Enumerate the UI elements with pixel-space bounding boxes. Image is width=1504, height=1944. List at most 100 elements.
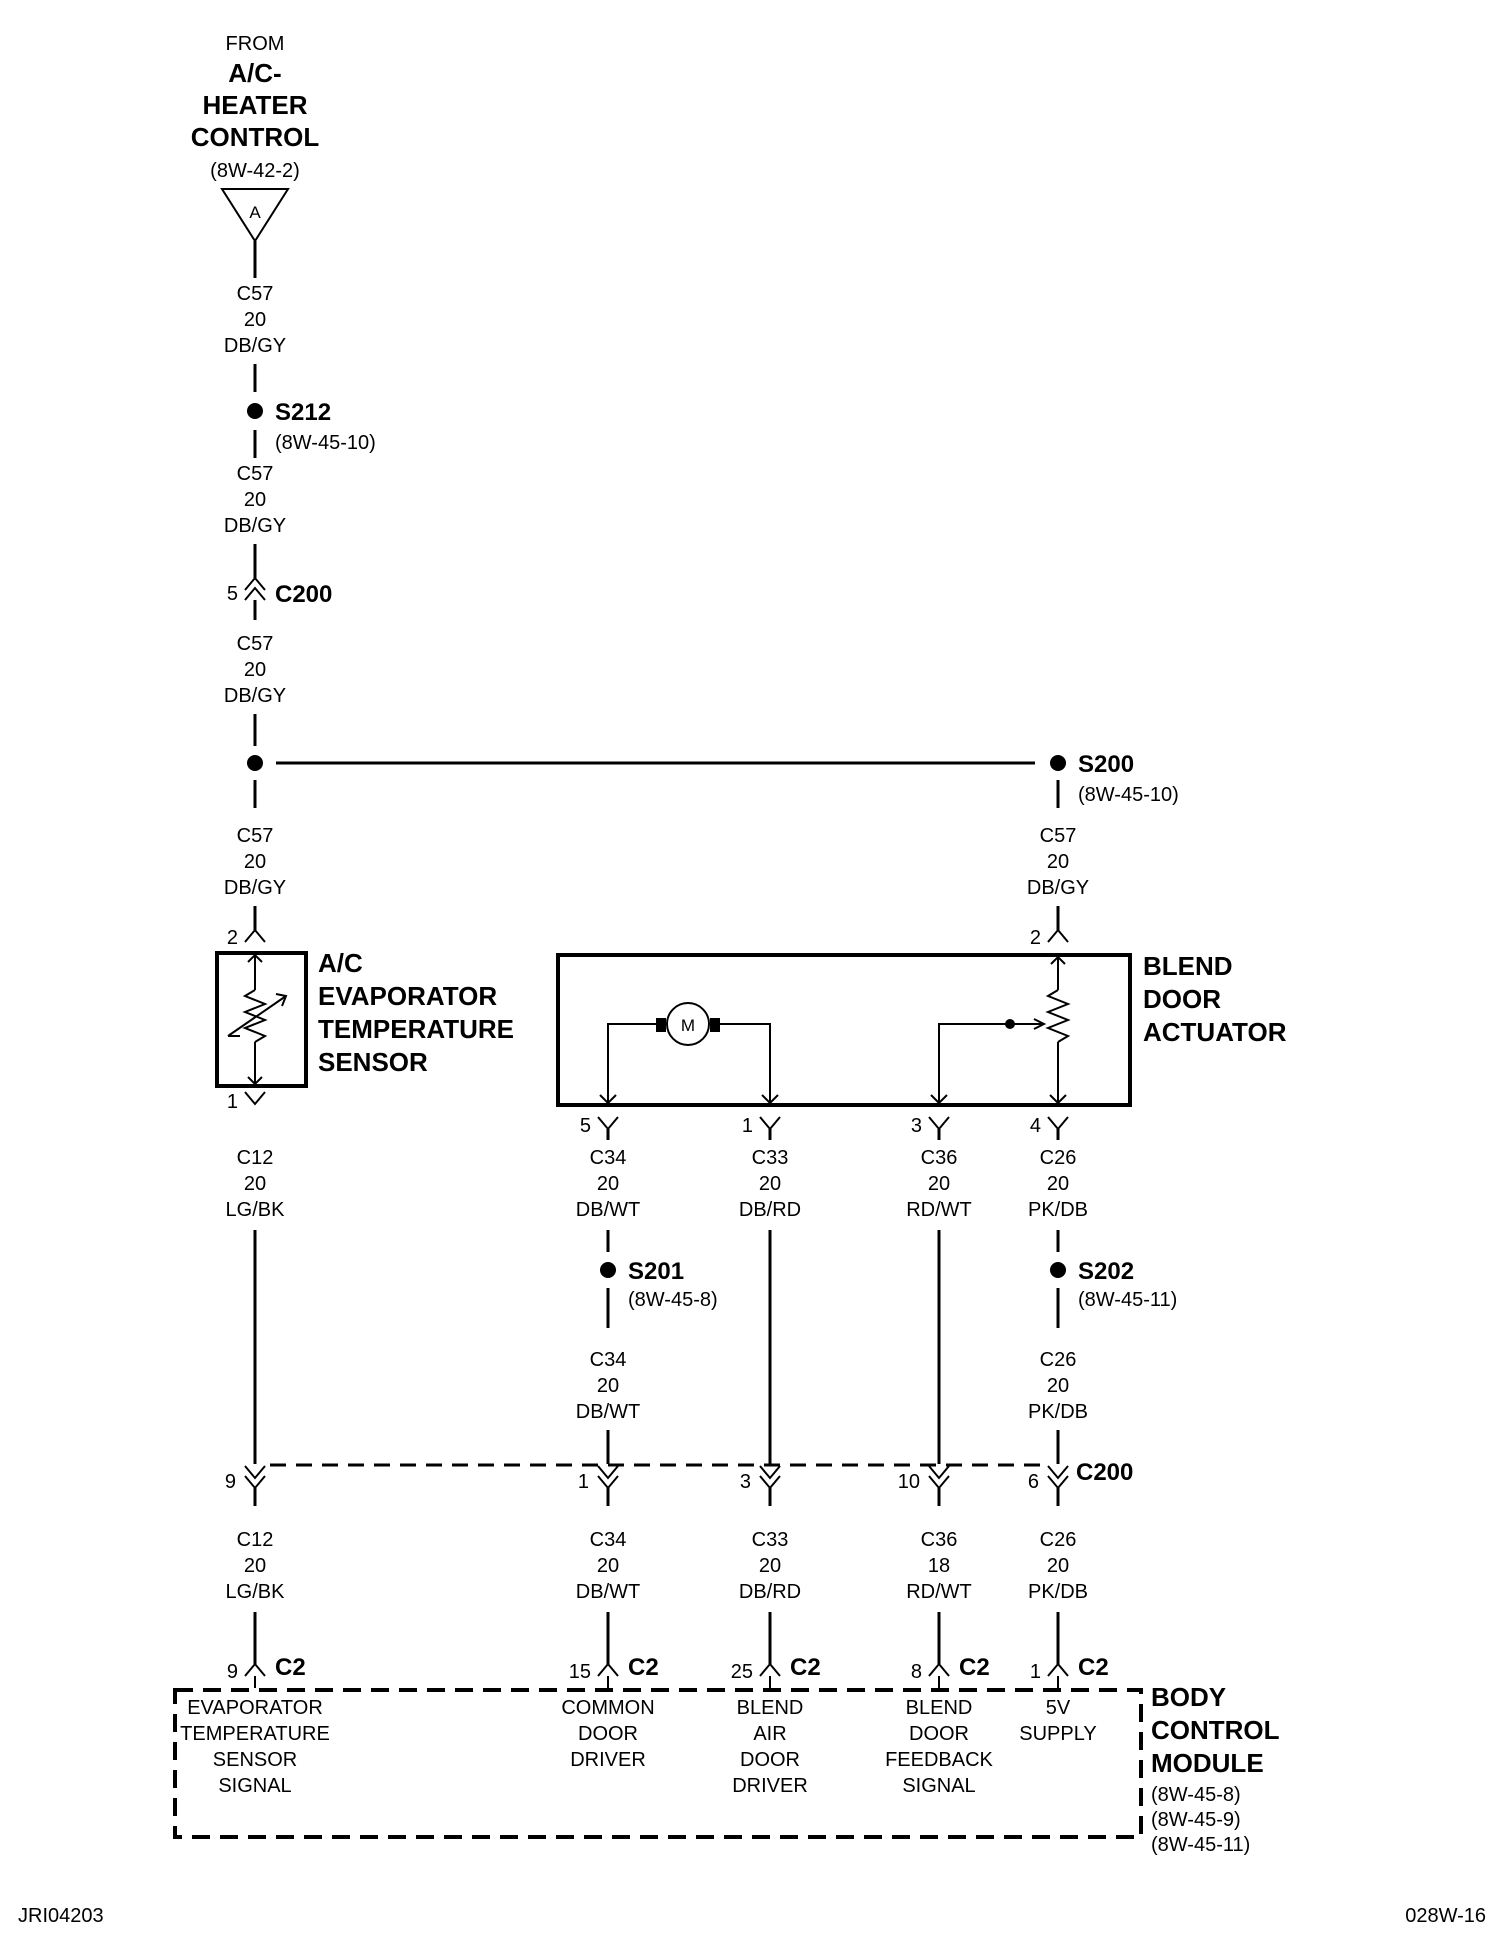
svg-text:C26: C26: [1040, 1349, 1077, 1371]
svg-text:CONTROL: CONTROL: [1151, 1715, 1280, 1745]
source-name-line: HEATER: [203, 90, 308, 120]
svg-text:C2: C2: [1078, 1654, 1109, 1681]
svg-text:BLEND: BLEND: [1143, 951, 1233, 981]
wire-label-c57: C57 20 DB/GY: [1027, 825, 1089, 899]
evap-sensor-box: [215, 951, 308, 1088]
bcm-circuit-common-door-driver: COMMON DOOR DRIVER: [561, 1697, 654, 1771]
svg-text:C57: C57: [237, 283, 274, 305]
svg-text:20: 20: [928, 1173, 950, 1195]
evap-pin-1-connector: [244, 1091, 266, 1106]
wire-label-c33: C33 20 DB/RD: [739, 1529, 801, 1603]
c200-row-label: C200: [1076, 1459, 1133, 1486]
svg-text:5V: 5V: [1046, 1697, 1071, 1719]
svg-text:PK/DB: PK/DB: [1028, 1199, 1088, 1221]
splice-s202-label: S202: [1078, 1258, 1134, 1285]
svg-text:DB/WT: DB/WT: [576, 1581, 640, 1603]
svg-text:(8W-45-9): (8W-45-9): [1151, 1809, 1241, 1831]
blend-pin-2-connector: [1047, 928, 1069, 943]
svg-text:20: 20: [244, 1173, 266, 1195]
svg-text:20: 20: [1047, 1375, 1069, 1397]
svg-text:9: 9: [225, 1471, 236, 1493]
svg-text:15: 15: [569, 1661, 591, 1683]
svg-text:A/C: A/C: [318, 948, 363, 978]
splice-s212-label: S212: [275, 399, 331, 426]
svg-text:RD/WT: RD/WT: [906, 1581, 972, 1603]
svg-text:C36: C36: [921, 1147, 958, 1169]
svg-text:C36: C36: [921, 1529, 958, 1551]
svg-text:C33: C33: [752, 1529, 789, 1551]
svg-text:DB/GY: DB/GY: [1027, 877, 1089, 899]
source-name-line: A/C-: [228, 58, 281, 88]
svg-text:20: 20: [244, 851, 266, 873]
c200-top-connector: [244, 576, 266, 601]
svg-text:C57: C57: [237, 633, 274, 655]
splice-s202-dot: [1050, 1262, 1066, 1278]
svg-text:C26: C26: [1040, 1529, 1077, 1551]
svg-text:C2: C2: [275, 1654, 306, 1681]
svg-text:20: 20: [244, 309, 266, 331]
svg-text:BLEND: BLEND: [737, 1697, 804, 1719]
svg-text:DB/WT: DB/WT: [576, 1199, 640, 1221]
svg-text:BLEND: BLEND: [906, 1697, 973, 1719]
wire-label-c12: C12 20 LG/BK: [226, 1147, 286, 1221]
wire-label-c33: C33 20 DB/RD: [739, 1147, 801, 1221]
diagram-id-left: JRI04203: [18, 1905, 104, 1927]
svg-text:DB/GY: DB/GY: [224, 335, 286, 357]
bcm-circuit-evap-signal: EVAPORATOR TEMPERATURE SENSOR SIGNAL: [180, 1697, 330, 1797]
wire-label-c57: C57 20 DB/GY: [224, 283, 286, 357]
svg-text:SUPPLY: SUPPLY: [1019, 1723, 1096, 1745]
source-connector-triangle: A: [220, 188, 290, 243]
evap-pin-top: 2: [227, 927, 238, 949]
svg-text:C12: C12: [237, 1147, 274, 1169]
c200-top-label: C200: [275, 581, 332, 608]
motor-label: M: [681, 1016, 695, 1035]
svg-text:C57: C57: [1040, 825, 1077, 847]
motor-icon: [599, 1002, 779, 1105]
c2-labels: C2 C2 C2 C2 C2: [275, 1654, 1109, 1681]
svg-text:8: 8: [911, 1661, 922, 1683]
c200-row-connectors: [244, 1465, 1069, 1490]
svg-text:C2: C2: [628, 1654, 659, 1681]
splice-s200-dot: [1050, 755, 1066, 771]
splice-s200-label: S200: [1078, 751, 1134, 778]
svg-text:DRIVER: DRIVER: [732, 1775, 808, 1797]
svg-text:20: 20: [597, 1555, 619, 1577]
svg-text:(8W-45-8): (8W-45-8): [1151, 1784, 1241, 1806]
svg-text:DB/RD: DB/RD: [739, 1199, 801, 1221]
blend-actuator-box: [556, 953, 1132, 1107]
evap-sensor-name: A/C EVAPORATOR TEMPERATURE SENSOR: [318, 948, 514, 1077]
svg-text:20: 20: [1047, 1555, 1069, 1577]
svg-text:18: 18: [928, 1555, 950, 1577]
wire-label-c57: C57 20 DB/GY: [224, 825, 286, 899]
splice-s200-ref: (8W-45-10): [1078, 784, 1179, 806]
svg-text:SIGNAL: SIGNAL: [218, 1775, 291, 1797]
svg-text:3: 3: [740, 1471, 751, 1493]
splice-s212-dot: [247, 403, 263, 419]
svg-text:DOOR: DOOR: [740, 1749, 800, 1771]
svg-text:DOOR: DOOR: [909, 1723, 969, 1745]
svg-text:C34: C34: [590, 1349, 627, 1371]
blend-actuator-name: BLEND DOOR ACTUATOR: [1143, 951, 1287, 1047]
source-ref: (8W-42-2): [210, 160, 300, 182]
actuator-pins: 5 1 3 4: [580, 1115, 1069, 1137]
splice-s201-label: S201: [628, 1258, 684, 1285]
svg-text:20: 20: [244, 659, 266, 681]
svg-text:LG/BK: LG/BK: [226, 1199, 286, 1221]
svg-text:20: 20: [244, 489, 266, 511]
c200-top-pin: 5: [227, 583, 238, 605]
svg-text:(8W-45-11): (8W-45-11): [1151, 1834, 1250, 1856]
svg-text:25: 25: [731, 1661, 753, 1683]
wire-label-c34: C34 20 DB/WT: [576, 1349, 640, 1423]
splice-s201-ref: (8W-45-8): [628, 1289, 718, 1311]
splice-s202-ref: (8W-45-11): [1078, 1289, 1177, 1311]
evap-pin-2-connector: [244, 928, 266, 943]
svg-text:4: 4: [1030, 1115, 1041, 1137]
source-label: FROM A/C- HEATER CONTROL (8W-42-2): [191, 33, 320, 182]
wire-label-c26: C26 20 PK/DB: [1028, 1529, 1088, 1603]
blend-pin-top: 2: [1030, 927, 1041, 949]
svg-text:10: 10: [898, 1471, 920, 1493]
svg-text:AIR: AIR: [753, 1723, 786, 1745]
svg-text:TEMPERATURE: TEMPERATURE: [180, 1723, 330, 1745]
svg-text:C57: C57: [237, 463, 274, 485]
